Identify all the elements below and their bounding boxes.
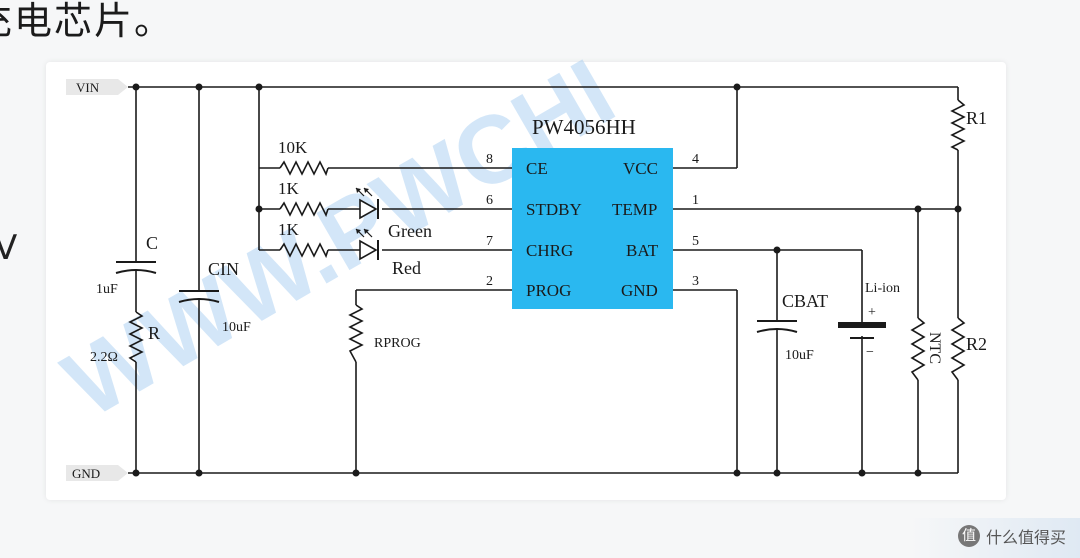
label-battery-minus: − [866,345,874,360]
junction-dot [773,469,781,477]
label-r-value: 2.2Ω [90,350,118,365]
junction-dot [195,83,203,91]
label-c: C [146,233,158,253]
junction-dot [352,469,360,477]
label-battery: Li-ion [865,281,900,296]
junction-dot [954,205,962,213]
pin-number-6: 6 [486,193,493,208]
label-r: R [148,323,160,343]
pin-number-4: 4 [692,152,699,167]
pin-name-chrg: CHRG [526,241,573,260]
gnd-label: GND [72,466,100,481]
pin-name-prog: PROG [526,281,571,300]
pin-name-gnd: GND [621,281,658,300]
junction-dot [195,469,203,477]
pin-number-3: 3 [692,274,699,289]
resistor-r-icon [128,311,144,363]
capacitors [115,261,798,333]
label-battery-plus: + [868,305,876,320]
resistor-1k-stdby-icon [279,201,329,218]
vin-tag: VIN [66,79,128,95]
capacitor-c-icon [115,261,157,274]
component-labels: 10K 1K 1K Green Red C 1uF R 2.2Ω CIN 10u… [90,108,987,365]
corner-gradient [910,518,1080,558]
pin-number-2: 2 [486,274,493,289]
battery-icon [838,322,886,339]
label-1k-stdby: 1K [278,179,300,198]
chip-pw4056hh: PW4056HH CE STDBY CHRG PROG VCC TEMP BAT… [486,115,699,309]
resistor-1k-chrg-icon [279,242,329,259]
resistor-r1-icon [950,99,966,151]
pin-number-8: 8 [486,152,493,167]
label-green: Green [388,221,432,241]
site-footer-badge[interactable]: 值 什么值得买 [957,524,1066,548]
wires [128,86,959,474]
label-r1: R1 [966,108,987,128]
junction-dot [255,83,263,91]
junctions [132,83,962,477]
label-cin: CIN [208,259,239,279]
page-heading: 充电芯片。 [0,0,175,43]
junction-dot [733,469,741,477]
junction-dot [773,246,781,254]
junction-dot [255,205,263,213]
label-1k-chrg: 1K [278,220,300,239]
pin-number-5: 5 [692,234,699,249]
junction-dot [132,83,140,91]
thermistor-ntc-icon [910,317,926,381]
resistor-rprog-icon [348,304,364,363]
label-rprog: RPROG [374,336,421,351]
label-ntc: NTC [926,332,943,364]
pin-number-7: 7 [486,234,493,249]
label-10k: 10K [278,138,308,157]
junction-dot [858,469,866,477]
label-cbat-value: 10uF [785,348,814,363]
label-r2: R2 [966,334,987,354]
resistor-10k-icon [279,160,329,177]
vin-label: VIN [76,80,100,95]
pin-name-vcc: VCC [623,159,658,178]
pin-name-temp: TEMP [612,200,657,219]
chip-body [512,148,673,309]
junction-dot [914,205,922,213]
junction-dot [914,469,922,477]
label-cin-value: 10uF [222,320,251,335]
chip-name: PW4056HH [532,115,636,139]
resistors [128,99,966,381]
pin-name-stdby: STDBY [526,200,582,219]
site-logo-icon: 值 [957,525,980,547]
pin-name-bat: BAT [626,241,659,260]
site-name: 什么值得买 [985,528,1066,547]
junction-dot [733,83,741,91]
pin-name-ce: CE [526,159,548,178]
label-red: Red [392,258,421,278]
side-text-fragment: V [0,228,18,268]
label-cbat: CBAT [782,291,828,311]
label-c-value: 1uF [96,282,118,297]
junction-dot [132,469,140,477]
resistor-r2-icon [950,317,966,381]
pin-number-1: 1 [692,193,699,208]
led-green-icon [355,187,379,220]
led-red-icon [355,228,379,261]
gnd-tag: GND [66,465,128,481]
capacitor-cbat-icon [756,320,798,333]
capacitor-cin-icon [178,290,220,303]
